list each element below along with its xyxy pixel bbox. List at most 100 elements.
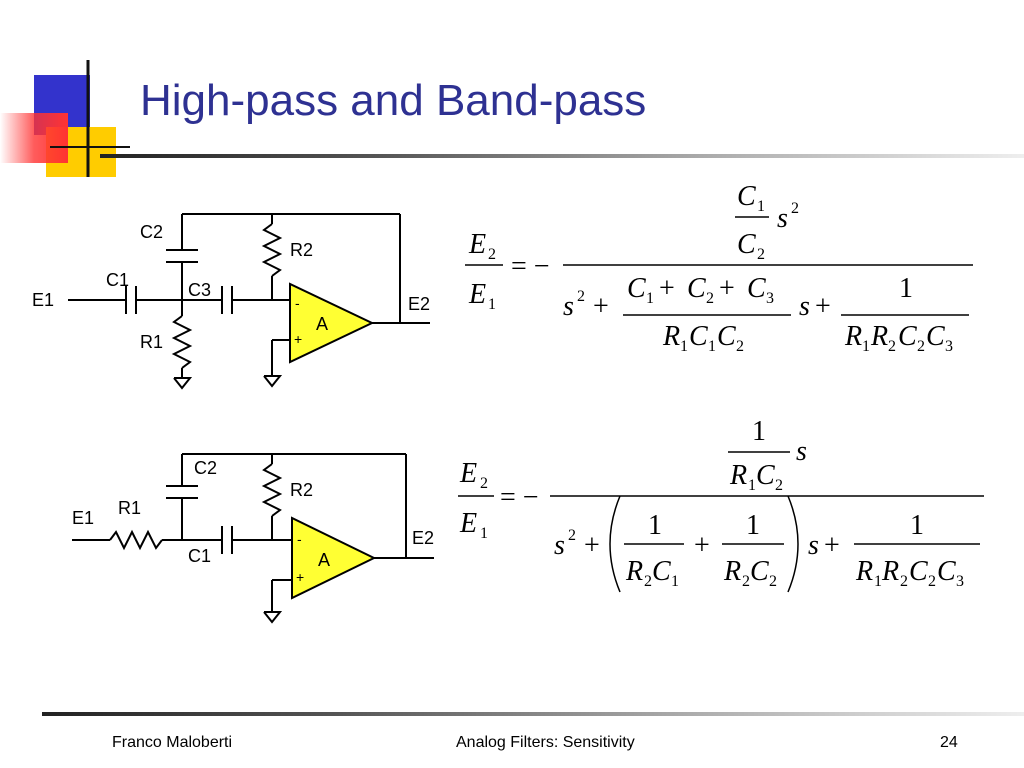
footer-divider bbox=[42, 712, 1024, 716]
svg-text:2: 2 bbox=[775, 477, 783, 494]
svg-text:C: C bbox=[937, 556, 956, 587]
svg-text:s: s bbox=[799, 291, 810, 322]
svg-text:1: 1 bbox=[874, 573, 882, 590]
svg-text:R: R bbox=[881, 556, 899, 587]
svg-text:C: C bbox=[689, 321, 708, 352]
svg-text:C: C bbox=[627, 273, 646, 304]
hp-label-input: E1 bbox=[32, 290, 54, 310]
svg-text:+: + bbox=[824, 530, 840, 561]
svg-text:s: s bbox=[808, 530, 819, 561]
svg-text:= −: = − bbox=[500, 482, 539, 513]
svg-text:1: 1 bbox=[746, 510, 760, 541]
svg-text:s: s bbox=[777, 203, 788, 234]
hp-label-c2: C2 bbox=[140, 222, 163, 242]
svg-text:R: R bbox=[723, 556, 741, 587]
svg-text:R: R bbox=[625, 556, 643, 587]
bp-label-minus: - bbox=[297, 531, 302, 547]
svg-text:C: C bbox=[747, 273, 766, 304]
logo-graphic bbox=[0, 60, 130, 177]
svg-text:C: C bbox=[737, 181, 756, 212]
svg-text:2: 2 bbox=[480, 475, 488, 492]
bp-label-plus: + bbox=[296, 569, 304, 585]
svg-text:1: 1 bbox=[708, 338, 716, 355]
svg-text:1: 1 bbox=[899, 273, 913, 304]
svg-text:E: E bbox=[459, 458, 477, 489]
hp-label-plus: + bbox=[294, 331, 302, 347]
hp-label-c3: C3 bbox=[188, 280, 211, 300]
bp-label-output: E2 bbox=[412, 528, 434, 548]
bp-label-r2: R2 bbox=[290, 480, 313, 500]
footer-page-number: 24 bbox=[940, 734, 958, 751]
bandpass-circuit: E1 R1 C2 C1 R2 A - + E2 bbox=[72, 453, 434, 624]
bp-label-c1: C1 bbox=[188, 546, 211, 566]
svg-text:1: 1 bbox=[862, 338, 870, 355]
svg-text:3: 3 bbox=[956, 573, 964, 590]
svg-text:C: C bbox=[898, 321, 917, 352]
svg-text:3: 3 bbox=[766, 290, 774, 307]
hp-label-r2: R2 bbox=[290, 240, 313, 260]
svg-text:2: 2 bbox=[742, 573, 750, 590]
svg-text:2: 2 bbox=[568, 527, 576, 544]
svg-text:2: 2 bbox=[644, 573, 652, 590]
hp-label-amp: A bbox=[316, 314, 328, 334]
svg-text:C: C bbox=[756, 460, 775, 491]
svg-text:2: 2 bbox=[791, 200, 799, 217]
svg-text:+: + bbox=[659, 273, 675, 304]
svg-text:C: C bbox=[687, 273, 706, 304]
svg-text:R: R bbox=[729, 460, 747, 491]
svg-text:R: R bbox=[662, 321, 680, 352]
svg-text:R: R bbox=[855, 556, 873, 587]
svg-text:2: 2 bbox=[488, 246, 496, 263]
svg-text:3: 3 bbox=[945, 338, 953, 355]
svg-text:+: + bbox=[593, 291, 609, 322]
svg-text:1: 1 bbox=[757, 198, 765, 215]
svg-text:E: E bbox=[468, 229, 486, 260]
footer-course: Analog Filters: Sensitivity bbox=[456, 734, 635, 751]
svg-text:2: 2 bbox=[577, 288, 585, 305]
svg-text:2: 2 bbox=[769, 573, 777, 590]
svg-text:2: 2 bbox=[928, 573, 936, 590]
svg-text:= −: = − bbox=[511, 251, 550, 282]
hp-label-c1: C1 bbox=[106, 270, 129, 290]
svg-text:+: + bbox=[719, 273, 735, 304]
svg-text:R: R bbox=[870, 321, 888, 352]
svg-text:+: + bbox=[694, 530, 710, 561]
svg-text:1: 1 bbox=[488, 296, 496, 313]
hp-label-minus: - bbox=[295, 295, 300, 311]
svg-text:E: E bbox=[459, 508, 477, 539]
bp-label-input: E1 bbox=[72, 508, 94, 528]
svg-text:+: + bbox=[584, 530, 600, 561]
svg-text:C: C bbox=[717, 321, 736, 352]
slide-title: High-pass and Band-pass bbox=[140, 76, 647, 125]
svg-text:C: C bbox=[926, 321, 945, 352]
hp-label-r1: R1 bbox=[140, 332, 163, 352]
svg-text:2: 2 bbox=[917, 338, 925, 355]
hp-label-output: E2 bbox=[408, 294, 430, 314]
svg-text:1: 1 bbox=[680, 338, 688, 355]
svg-text:1: 1 bbox=[910, 510, 924, 541]
svg-text:+: + bbox=[815, 291, 831, 322]
svg-text:R: R bbox=[844, 321, 862, 352]
svg-text:1: 1 bbox=[480, 525, 488, 542]
svg-text:s: s bbox=[563, 291, 574, 322]
footer-author: Franco Maloberti bbox=[112, 734, 233, 751]
svg-text:1: 1 bbox=[648, 510, 662, 541]
highpass-circuit: C1 E1 C2 C3 R1 R2 A - + E2 bbox=[32, 213, 430, 390]
svg-text:2: 2 bbox=[706, 290, 714, 307]
title-divider bbox=[100, 154, 1024, 158]
svg-text:1: 1 bbox=[646, 290, 654, 307]
svg-text:2: 2 bbox=[900, 573, 908, 590]
svg-text:C: C bbox=[737, 229, 756, 260]
svg-text:C: C bbox=[652, 556, 671, 587]
bp-label-amp: A bbox=[318, 550, 330, 570]
svg-text:1: 1 bbox=[671, 573, 679, 590]
svg-text:E: E bbox=[468, 279, 486, 310]
svg-text:2: 2 bbox=[757, 246, 765, 263]
svg-text:1: 1 bbox=[752, 416, 766, 447]
svg-text:s: s bbox=[554, 530, 565, 561]
svg-text:C: C bbox=[909, 556, 928, 587]
svg-text:C: C bbox=[750, 556, 769, 587]
svg-text:2: 2 bbox=[888, 338, 896, 355]
